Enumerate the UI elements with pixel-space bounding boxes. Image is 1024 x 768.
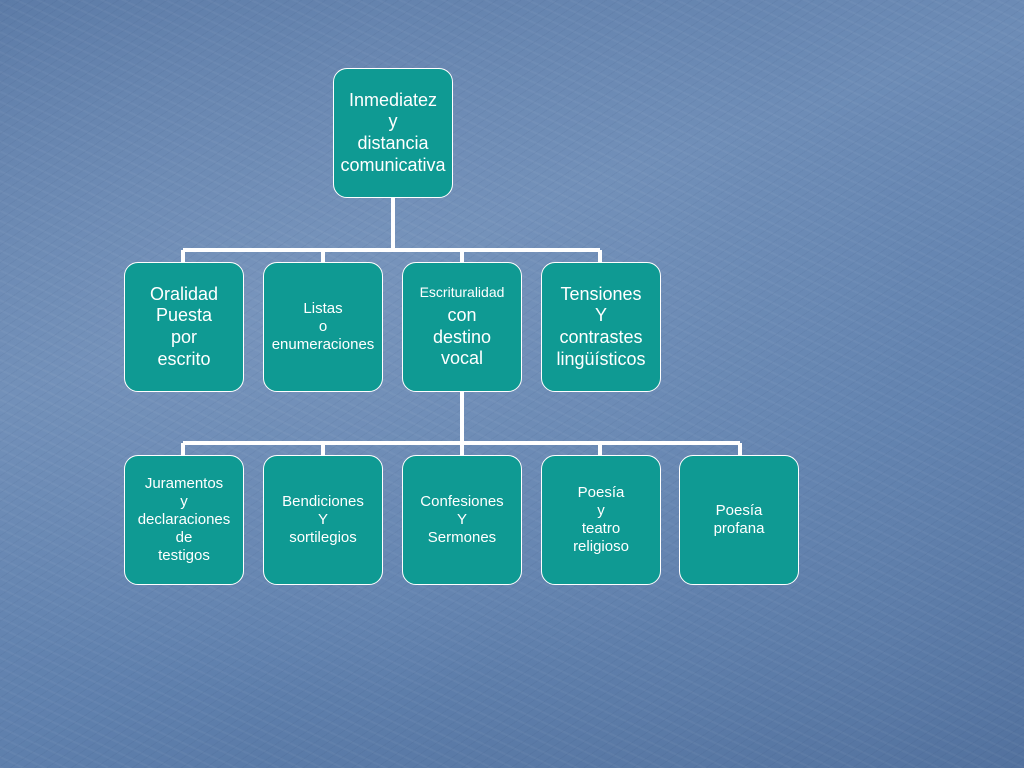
node-poesia-profana: Poesía profana — [679, 455, 799, 585]
node-oralidad: Oralidad Puesta por escrito — [124, 262, 244, 392]
node-root-inmediatez: Inmediatez y distancia comunicativa — [333, 68, 453, 198]
node-tensiones: Tensiones Y contrastes lingüísticos — [541, 262, 661, 392]
node-bendiciones: Bendiciones Y sortilegios — [263, 455, 383, 585]
node-juramentos: Juramentos y declaraciones de testigos — [124, 455, 244, 585]
node-confesiones: Confesiones Y Sermones — [402, 455, 522, 585]
node-poesia-religioso-label: Poesía y teatro religioso — [573, 484, 629, 555]
node-juramentos-label: Juramentos y declaraciones de testigos — [137, 475, 231, 564]
node-escrituralidad-line: con — [447, 305, 477, 325]
node-poesia-religioso: Poesía y teatro religioso — [541, 455, 661, 585]
node-confesiones-label: Confesiones Y Sermones — [420, 493, 504, 546]
node-escrituralidad-line: Escrituralidad — [419, 284, 505, 301]
node-oralidad-label: Oralidad Puesta por escrito — [149, 283, 219, 369]
node-escrituralidad-line: vocal — [440, 348, 483, 369]
node-tensiones-label: Tensiones Y contrastes lingüísticos — [556, 283, 646, 369]
node-listas: Listas o enumeraciones — [263, 262, 383, 392]
node-poesia-profana-label: Poesía profana — [713, 502, 765, 537]
node-listas-label: Listas o enumeraciones — [271, 300, 375, 353]
node-bendiciones-label: Bendiciones Y sortilegios — [282, 493, 364, 546]
node-escrituralidad-line: destino — [432, 326, 492, 347]
node-root-label: Inmediatez y distancia comunicativa — [340, 89, 446, 175]
